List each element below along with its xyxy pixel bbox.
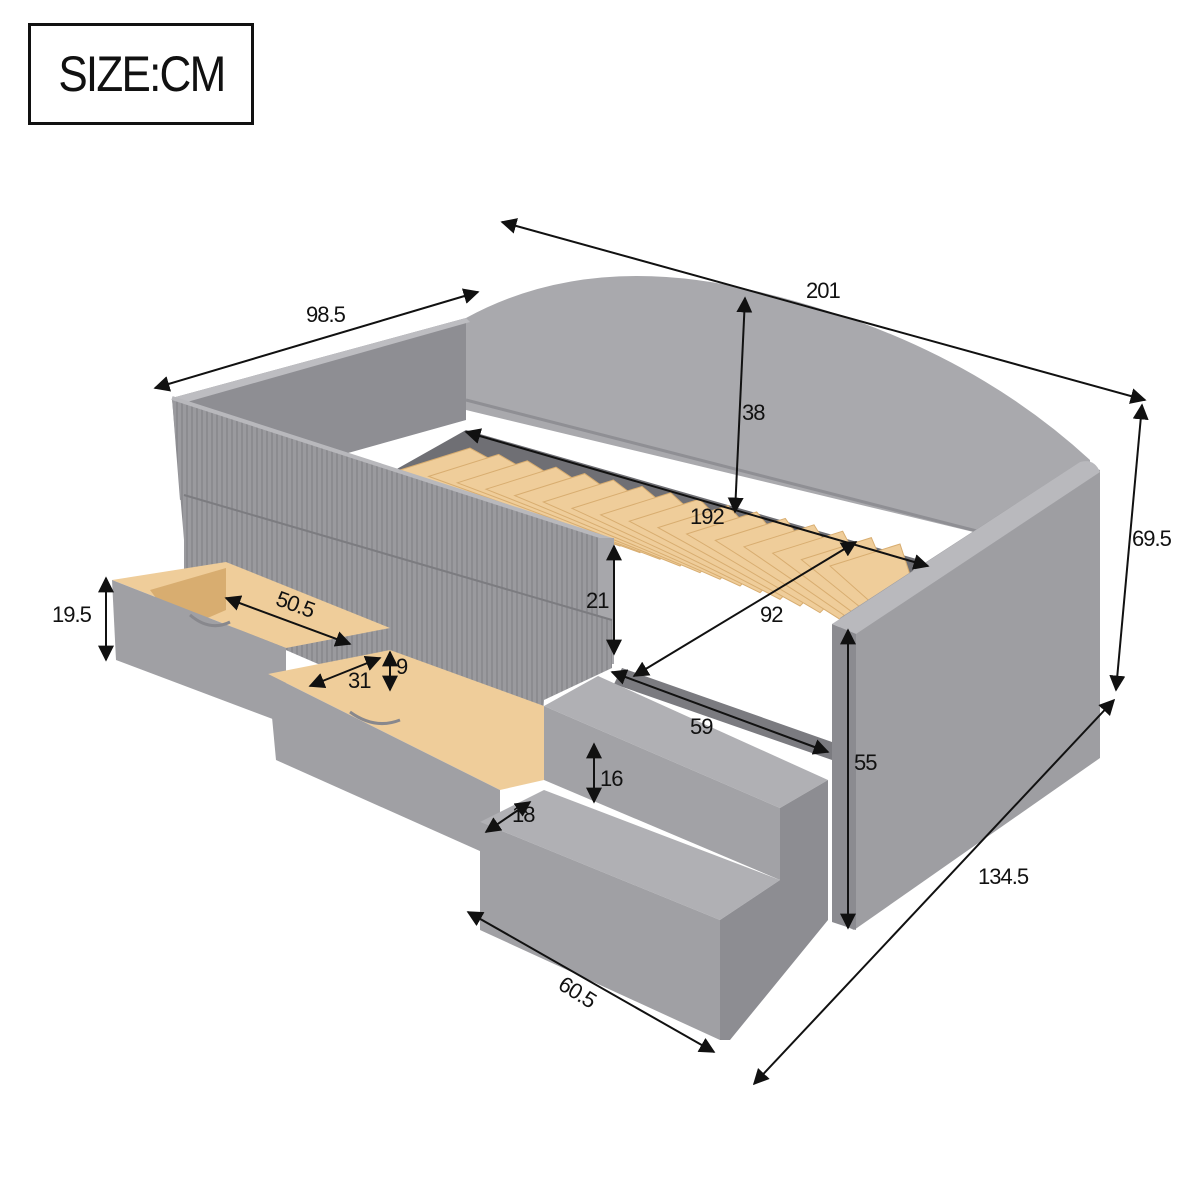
- dim-line-92: [632, 541, 858, 677]
- label-134-5: 134.5: [978, 864, 1029, 889]
- label-18: 18: [512, 802, 535, 827]
- label-69-5: 69.5: [1132, 526, 1172, 551]
- dim-line-18: [484, 801, 532, 833]
- dim-line-134-5: [752, 698, 1116, 1086]
- dim-line-31: [308, 655, 382, 689]
- label-192: 192: [690, 504, 724, 529]
- label-38: 38: [742, 400, 765, 425]
- dim-line-60-5: [466, 911, 716, 1053]
- daybed-illustration: [112, 275, 1100, 1040]
- label-201: 201: [806, 278, 840, 303]
- label-98-5: 98.5: [306, 302, 346, 327]
- label-9: 9: [396, 654, 408, 679]
- label-16: 16: [600, 766, 623, 791]
- label-55: 55: [854, 750, 877, 775]
- dim-line-50-5: [224, 595, 352, 647]
- size-unit-label: SIZE:CM: [28, 23, 254, 125]
- label-92: 92: [760, 602, 783, 627]
- label-21: 21: [586, 588, 609, 613]
- dim-line-69-5: [1109, 403, 1149, 692]
- label-59: 59: [690, 714, 713, 739]
- dimension-lines: [98, 218, 1149, 1086]
- label-31: 31: [348, 668, 371, 693]
- size-unit-text: SIZE:CM: [57, 46, 226, 102]
- label-19-5: 19.5: [52, 602, 92, 627]
- right-arm-panel: [832, 462, 1100, 930]
- dim-line-98-5: [153, 288, 480, 392]
- dim-line-201: [500, 218, 1147, 404]
